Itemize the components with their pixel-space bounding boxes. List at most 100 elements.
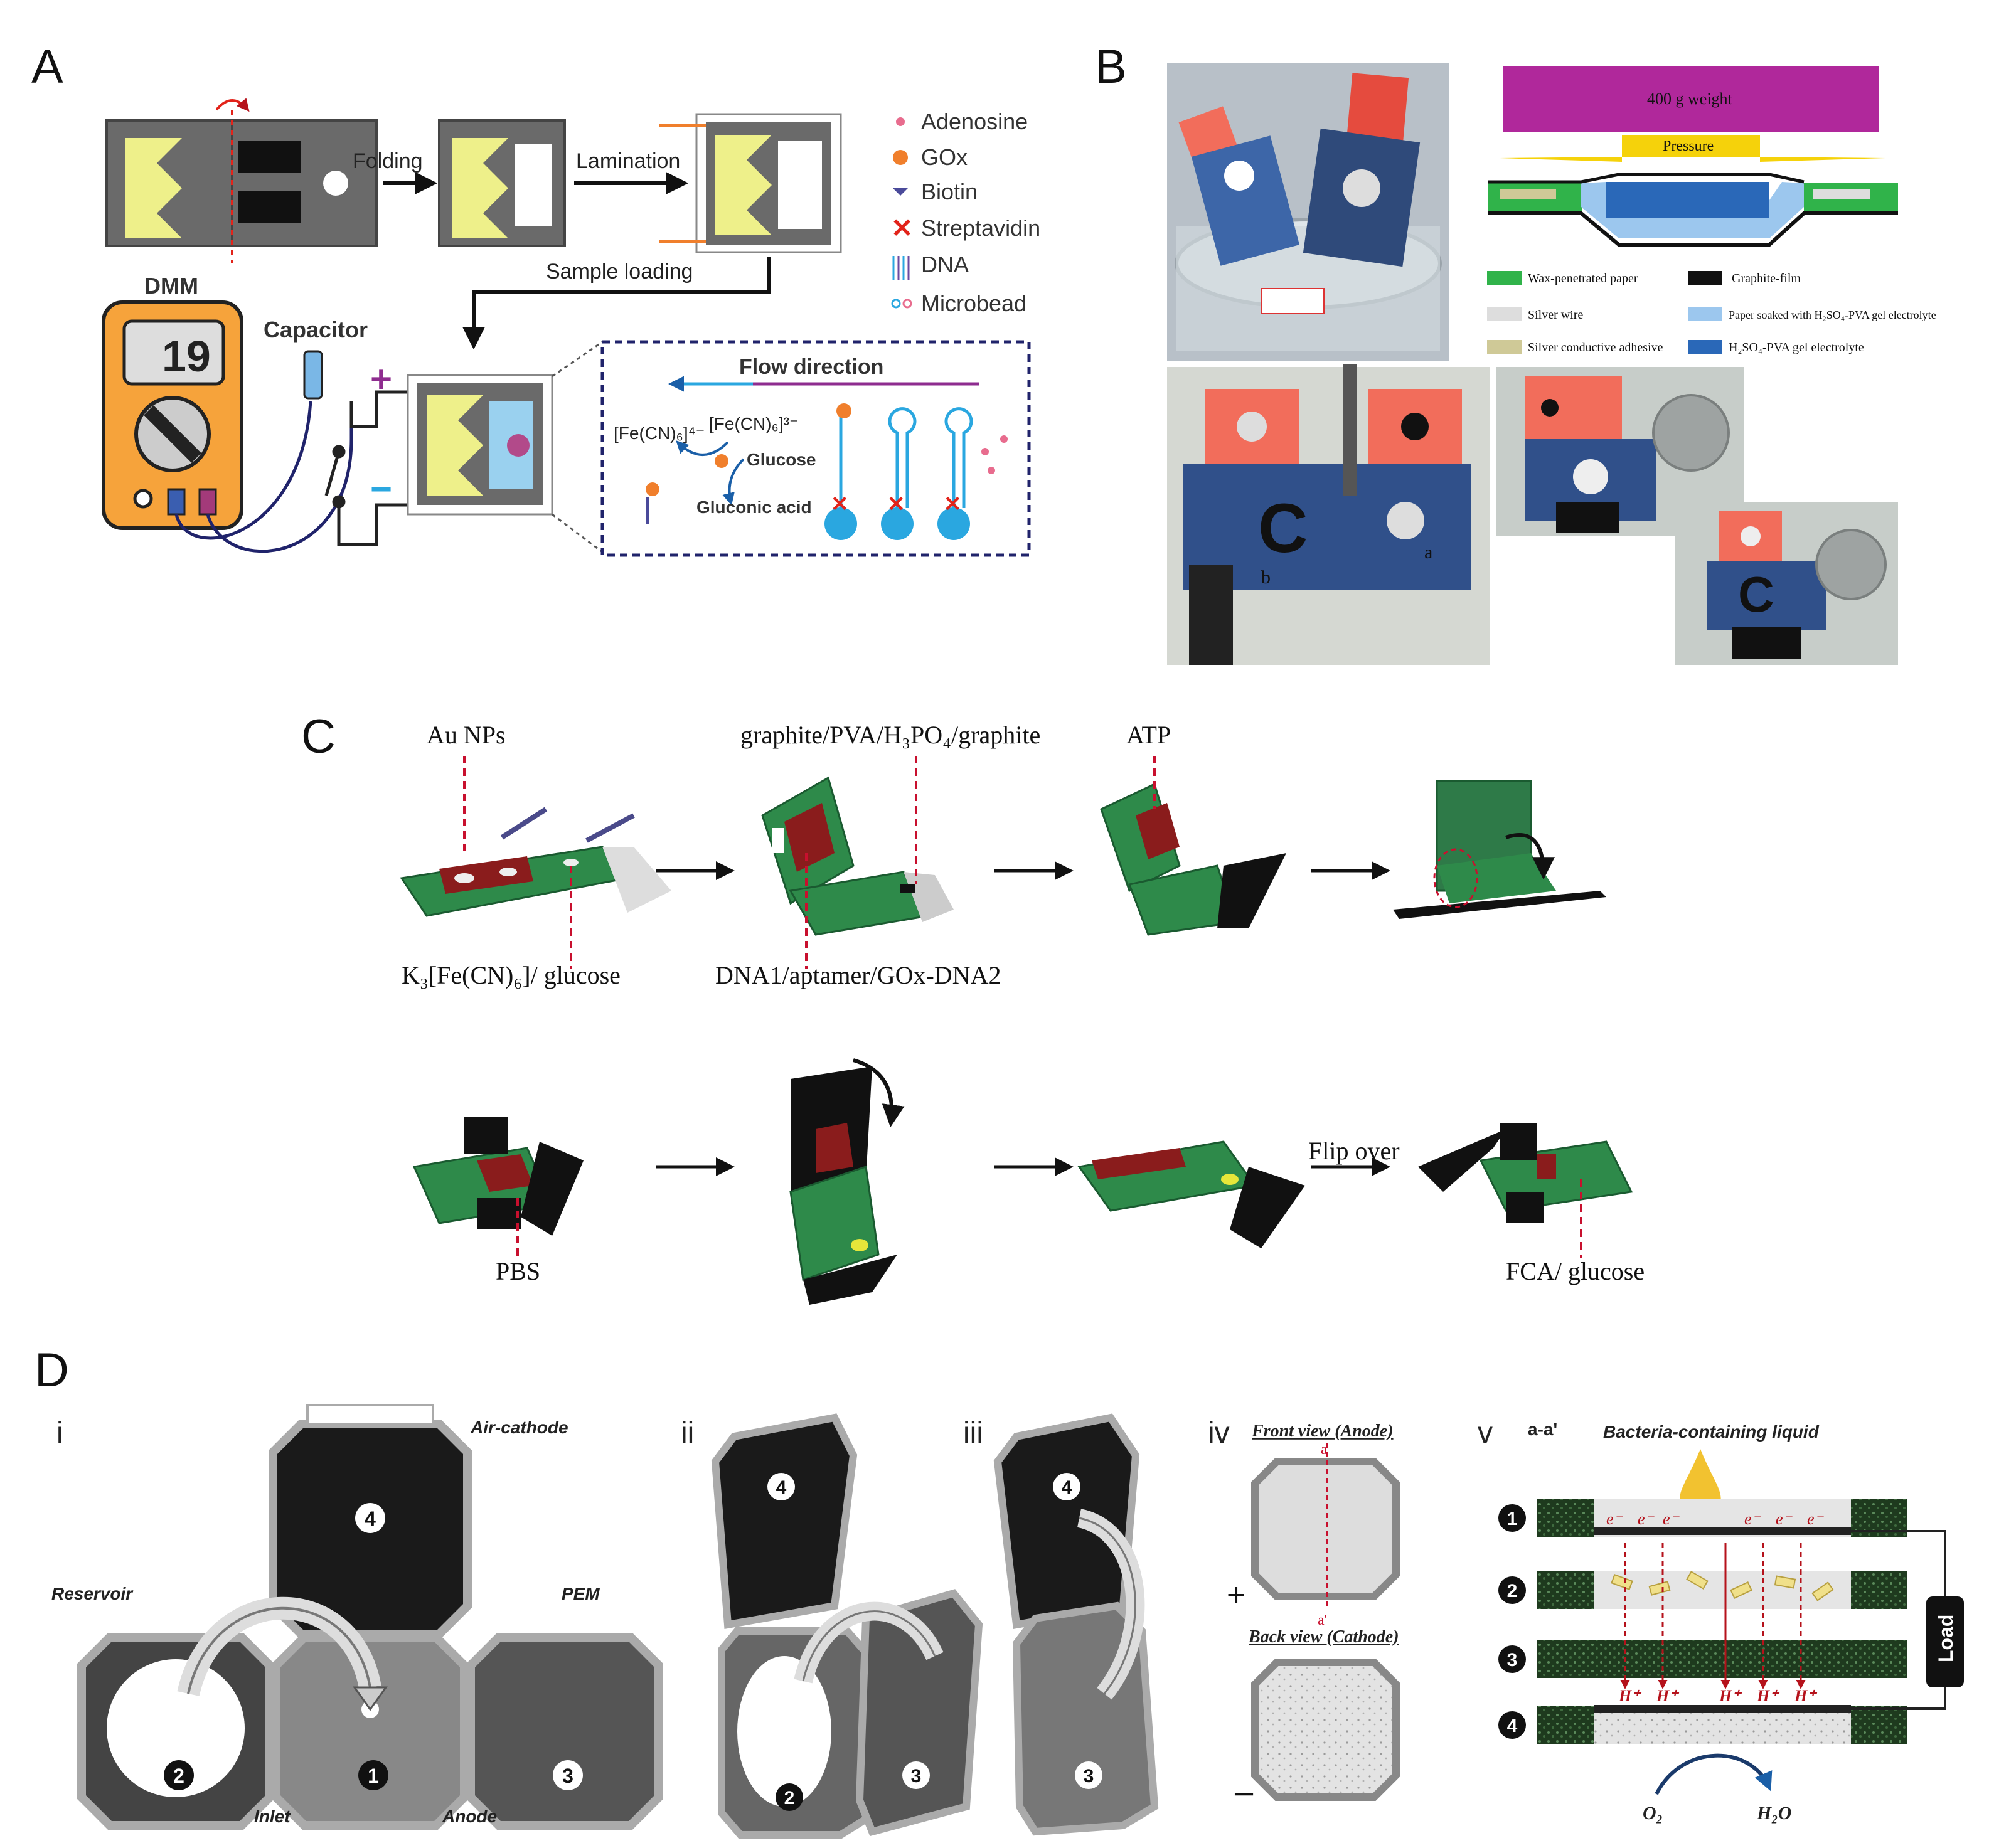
d-i-label-reservoir: Reservoir [51,1584,134,1603]
d-v-electron-2: e⁻ [1638,1510,1655,1528]
panel-c: C Au NPs graphite/PVA/H₃PO₄/graphite ATP… [301,710,1645,1305]
d-v-proton-5: H⁺ [1794,1687,1817,1705]
c-label-graphite: graphite/PVA/H₃PO₄/graphite [740,721,1040,749]
d-iv-front-label: Front view (Anode) [1251,1421,1394,1441]
b-photo-label-b: b [1261,567,1271,588]
b-legend-papergel: Paper soaked with H₂SO₄-PVA gel electrol… [1729,309,1936,321]
a-capacitor-label: Capacitor [264,317,368,343]
d-iv-a: a [1321,1442,1328,1458]
panel-d-label: D [35,1344,69,1397]
d-i-num-4: 4 [365,1507,376,1530]
legend-dna-icon [892,256,910,280]
legend-gox-label: GOx [921,144,968,170]
d-v-num-2: 2 [1507,1581,1518,1601]
legend-streptavidin-label: Streptavidin [921,215,1040,241]
legend-dna-label: DNA [921,252,969,277]
a-step-folding: Folding [353,149,423,173]
c-step-2 [761,756,954,969]
d-v-layer-4 [1537,1705,1907,1744]
d-v-proton-1: H⁺ [1618,1687,1641,1705]
a-plus-sign: + [370,358,392,400]
c-label-flip-over: Flip over [1308,1137,1400,1165]
c-step-4 [1393,780,1606,919]
d-sub-ii: ii [681,1416,694,1450]
d-i-label-air-cathode: Air-cathode [470,1418,568,1437]
d-iii-assembly: 4 3 [993,1413,1159,1836]
a-glucose: Glucose [747,450,816,469]
d-v-section-label: a-a' [1528,1420,1557,1439]
a-multimeter: DMM 19 [102,273,243,530]
c-label-k3fe: K₃[Fe(CN)₆]/ glucose [402,961,621,989]
svg-text:C: C [1258,490,1308,567]
b-legend-silver: Silver wire [1528,308,1583,322]
d-v-liquid-label: Bacteria-containing liquid [1603,1422,1820,1442]
d-sub-v: v [1478,1416,1493,1450]
a-flow-direction: Flow direction [739,355,883,379]
a-dmm-label: DMM [144,273,198,299]
a-bead-3: ✕ [937,407,1008,540]
panel-d: D i ii iii iv v 4 2 1 3 [35,1344,1964,1839]
a-device-loaded [407,374,553,516]
a-ferri: [Fe(CN)₆]³⁻ [709,414,799,433]
a-bead-1: ✕ [824,403,857,540]
panel-c-label: C [301,710,336,763]
d-ii-num-3: 3 [911,1766,922,1787]
d-v-h2o: H₂O [1756,1803,1791,1824]
d-v-o2: O₂ [1643,1803,1663,1824]
d-i-label-pem: PEM [562,1584,600,1603]
b-schematic: 400 g weight Pressure Wax-penetrated pap… [1487,66,1936,354]
d-v-num-1: 1 [1507,1509,1518,1529]
d-i-label-inlet: Inlet [254,1807,291,1826]
d-v-cross-section: a-a' Bacteria-containing liquid [1498,1420,1964,1824]
d-iii-num-4: 4 [1062,1477,1072,1498]
d-i-assembly: 4 2 1 3 Air-cathode Reservoir PEM Inlet … [51,1404,663,1830]
c-label-au-nps: Au NPs [427,721,506,749]
b-legend-graphite-swatch [1688,271,1722,285]
d-v-num-3: 3 [1507,1650,1518,1670]
c-step-5 [412,1117,584,1258]
d-iv-views: Front view (Anode) a a' + Back view (Cat… [1227,1421,1400,1815]
legend-microbead-label: Microbead [921,290,1026,316]
svg-text:✕: ✕ [831,492,849,516]
d-v-electron-3: e⁻ [1663,1510,1680,1528]
d-ii-num-4: 4 [776,1477,787,1498]
d-ii-num-2: 2 [784,1788,795,1808]
d-v-electron-4: e⁻ [1744,1510,1762,1528]
a-arrow-sample-loading [462,257,771,350]
b-photo-label-a: a [1424,542,1432,563]
d-iii-num-3: 3 [1084,1766,1094,1787]
d-v-proton-4: H⁺ [1756,1687,1779,1705]
a-inset: Flow direction [Fe(CN)₆]⁴⁻ [Fe(CN)₆]³⁻ G… [600,340,1031,557]
b-pressure-block [1622,135,1760,157]
b-legend-graphite: Graphite-film [1732,272,1801,285]
a-device-unfolded [105,98,378,263]
panel-a: A Folding Lamination [31,40,1040,557]
legend-microbead-icon [891,299,901,309]
c-step-1 [400,756,671,969]
legend-gox-icon [893,150,908,165]
legend-biotin-icon [893,188,908,196]
d-v-electron-5: e⁻ [1776,1510,1793,1528]
d-iv-a-prime: a' [1318,1612,1327,1628]
c-step-3 [1100,756,1286,936]
d-v-num-4: 4 [1507,1716,1518,1736]
b-legend-adhesive-swatch [1487,340,1522,354]
a-device-folded [438,119,566,247]
b-legend-adhesive: Silver conductive adhesive [1528,341,1663,354]
c-step-6 [789,1058,905,1305]
a-gluconic-acid: Gluconic acid [696,497,812,517]
c-step-8 [1418,1123,1633,1258]
d-i-num-1: 1 [368,1765,379,1787]
panel-b: B 400 g weight Pressure [1095,40,1936,665]
b-legend-papergel-swatch [1688,307,1722,321]
d-v-layer-2 [1537,1571,1907,1609]
b-photo-coin-2: C [1675,502,1898,665]
panel-a-label: A [31,40,63,93]
d-sub-i: i [56,1416,63,1450]
b-legend-wax-swatch [1487,271,1522,285]
d-v-load-box [1926,1596,1964,1687]
d-v-proton-2: H⁺ [1656,1687,1679,1705]
a-switch-circuit [324,390,408,546]
d-i-num-2: 2 [173,1765,184,1787]
